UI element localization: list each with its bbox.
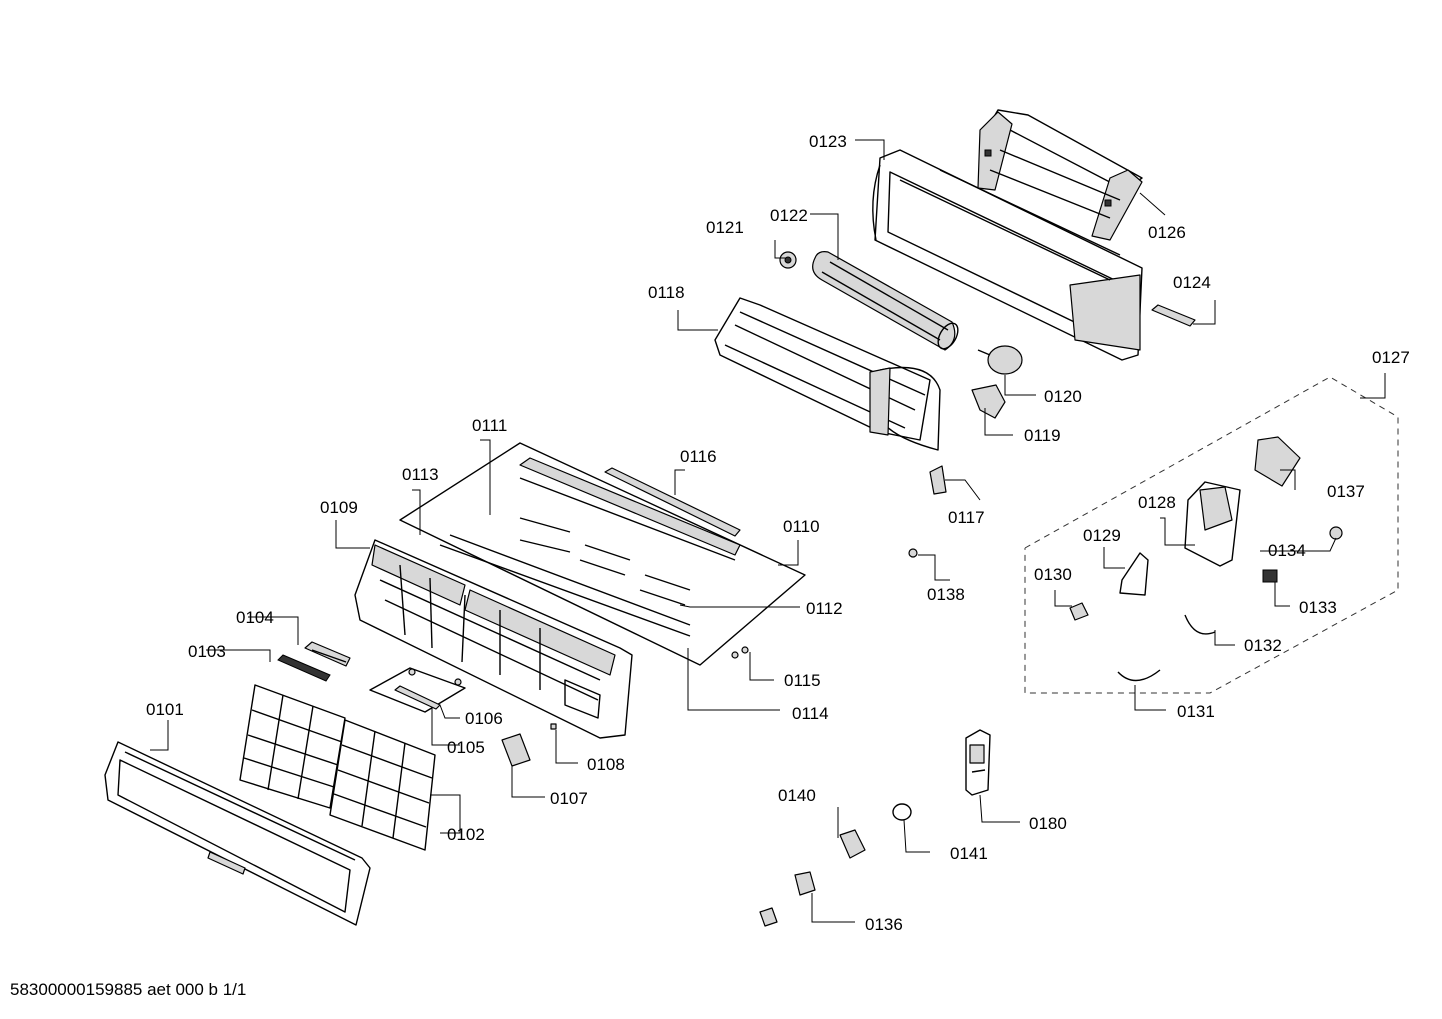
part-0105-board-cover bbox=[369, 667, 466, 713]
label-0124: 0124 bbox=[1173, 273, 1211, 292]
part-0133-relay bbox=[1262, 569, 1278, 583]
label-0106: 0106 bbox=[465, 709, 503, 728]
label-0116: 0116 bbox=[680, 447, 717, 466]
part-0102-air-filters bbox=[239, 684, 436, 851]
label-0102: 0102 bbox=[447, 825, 485, 844]
document-reference: 58300000159885 aet 000 b 1/1 bbox=[10, 980, 247, 999]
label-0140: 0140 bbox=[778, 786, 816, 805]
label-0121: 0121 bbox=[706, 218, 744, 237]
label-0122: 0122 bbox=[770, 206, 808, 225]
part-0130-clip bbox=[1069, 602, 1089, 621]
part-0103-display-cover bbox=[277, 654, 331, 682]
label-0129: 0129 bbox=[1083, 526, 1121, 545]
part-0131-wire bbox=[1117, 669, 1161, 682]
label-0105: 0105 bbox=[447, 738, 485, 757]
part-0101-front-panel bbox=[104, 741, 371, 926]
part-0137-cover bbox=[1254, 436, 1301, 487]
part-0134-knob bbox=[1329, 526, 1343, 540]
label-0104: 0104 bbox=[236, 608, 274, 627]
label-0136: 0136 bbox=[865, 915, 903, 934]
label-0107: 0107 bbox=[550, 789, 588, 808]
part-0123-rear-chassis bbox=[872, 149, 1143, 361]
label-0103: 0103 bbox=[188, 642, 226, 661]
part-0138-screw bbox=[908, 548, 918, 558]
part-0132-wire bbox=[1184, 614, 1216, 635]
part-0120-fan-motor bbox=[977, 345, 1023, 375]
part-0129-board bbox=[1119, 552, 1149, 596]
label-0123: 0123 bbox=[809, 132, 847, 151]
label-0118: 0118 bbox=[648, 283, 685, 302]
label-0110: 0110 bbox=[783, 517, 820, 536]
part-0140-pipe-fitting bbox=[839, 829, 866, 859]
leader-lines bbox=[150, 139, 1386, 923]
label-0180: 0180 bbox=[1029, 814, 1067, 833]
part-0109-front-frame bbox=[354, 539, 633, 739]
label-0101: 0101 bbox=[146, 700, 184, 719]
label-0109: 0109 bbox=[320, 498, 358, 517]
label-0131: 0131 bbox=[1177, 702, 1215, 721]
label-0108: 0108 bbox=[587, 755, 625, 774]
label-0113: 0113 bbox=[402, 465, 439, 484]
part-0110-louver-assembly bbox=[399, 442, 806, 666]
part-0136-nuts bbox=[759, 871, 816, 927]
label-0138: 0138 bbox=[927, 585, 965, 604]
part-0104-display-board bbox=[304, 641, 351, 667]
label-0132: 0132 bbox=[1244, 636, 1282, 655]
part-0180-remote-control bbox=[965, 729, 991, 796]
label-0137: 0137 bbox=[1327, 482, 1365, 501]
label-0130: 0130 bbox=[1034, 565, 1072, 584]
label-0117: 0117 bbox=[948, 508, 985, 527]
label-0133: 0133 bbox=[1299, 598, 1337, 617]
part-0124-pipe-clip bbox=[1151, 304, 1196, 327]
part-labels: 0123 0126 0121 0122 0124 0118 0127 0120 … bbox=[146, 132, 1410, 934]
label-0134: 0134 bbox=[1268, 541, 1306, 560]
label-0126: 0126 bbox=[1148, 223, 1186, 242]
part-0122-cross-flow-fan bbox=[812, 251, 959, 351]
label-0141: 0141 bbox=[950, 844, 988, 863]
part-0107-cover bbox=[501, 733, 531, 767]
part-0118-evaporator bbox=[714, 297, 941, 451]
part-0106-ioniser bbox=[394, 668, 462, 710]
label-0112: 0112 bbox=[806, 599, 843, 618]
part-0108-clip bbox=[550, 723, 557, 730]
label-0115: 0115 bbox=[784, 671, 821, 690]
label-0114: 0114 bbox=[792, 704, 829, 723]
part-0128-electrical-box bbox=[1184, 481, 1241, 567]
part-0126-mounting-bracket bbox=[977, 109, 1143, 241]
label-0127: 0127 bbox=[1372, 348, 1410, 367]
part-0119-motor-bracket bbox=[971, 384, 1006, 419]
label-0120: 0120 bbox=[1044, 387, 1082, 406]
part-0117-clip bbox=[929, 465, 947, 495]
label-0128: 0128 bbox=[1138, 493, 1176, 512]
label-0111: 0111 bbox=[472, 416, 507, 435]
part-0115-screws bbox=[731, 646, 749, 659]
part-0121-bearing bbox=[779, 251, 797, 269]
label-0119: 0119 bbox=[1024, 426, 1061, 445]
part-0141-ring bbox=[892, 803, 912, 821]
